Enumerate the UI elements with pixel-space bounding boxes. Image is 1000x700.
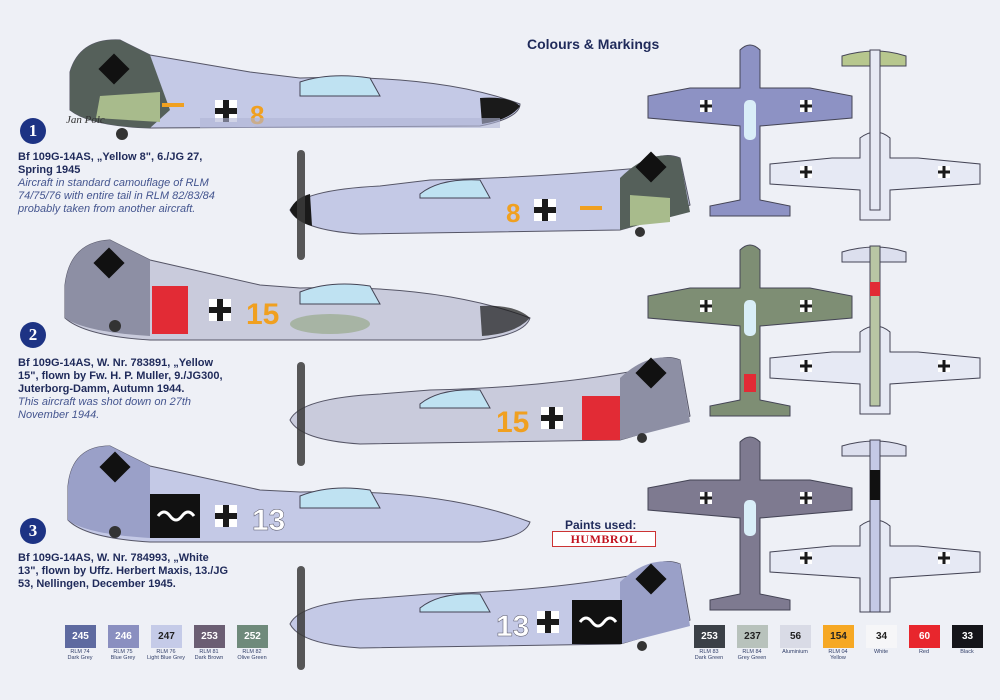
profile-1-left: 8: [69, 39, 521, 140]
paint-chip-237: 237: [737, 625, 768, 648]
profile-2-right: 15: [289, 357, 691, 466]
profile-3-right-code: 13: [496, 610, 529, 643]
profile-2-heading: Bf 109G-14AS, W. Nr. 783891, „Yellow 15"…: [18, 357, 223, 395]
paint-chip-245: 245: [65, 625, 96, 648]
paint-chip-33: 33: [952, 625, 983, 648]
paint-chip-253-rlm81: 253: [194, 625, 225, 648]
profile-3-code: 13: [252, 504, 285, 537]
plan-view-1: [647, 44, 981, 221]
profile-1-note: Aircraft in standard camouflage of RLM 7…: [18, 177, 215, 215]
paint-chip-252: 252: [237, 625, 268, 648]
paint-chip-246: 246: [108, 625, 139, 648]
plan-view-2: [647, 244, 981, 417]
artist-signature: Jan Polc: [66, 114, 105, 126]
paints-label: Paints used:: [565, 518, 637, 532]
page-title: Colours & Markings: [527, 36, 660, 52]
paint-label-33: Black: [960, 649, 974, 655]
paint-chip-56: 56: [780, 625, 811, 648]
profile-2-code: 15: [246, 298, 279, 331]
paint-chip-247: 247: [151, 625, 182, 648]
profile-1-right-code: 8: [506, 198, 520, 228]
profile-1-heading: Bf 109G-14AS, „Yellow 8", 6./JG 27, Spri…: [18, 151, 203, 176]
paint-chip-154: 154: [823, 625, 854, 648]
profile-1-number: 1: [20, 118, 46, 144]
profile-1-right: 8: [289, 150, 691, 260]
profile-2-caption: Bf 109G-14AS, W. Nr. 783891, „Yellow 15"…: [18, 357, 228, 422]
paint-chip-60: 60: [909, 625, 940, 648]
profile-2-left: 15: [64, 239, 531, 341]
plan-view-3: [647, 436, 981, 613]
profile-1-caption: Bf 109G-14AS, „Yellow 8", 6./JG 27, Spri…: [18, 151, 228, 216]
profile-2-note: This aircraft was shot down on 27th Nove…: [18, 396, 192, 421]
profile-3-left: 13: [67, 445, 531, 543]
profile-3-number: 3: [20, 518, 46, 544]
paint-label-34: White: [873, 649, 889, 655]
paint-chip-253-rlm83: 253: [694, 625, 725, 648]
profile-3-right: 13: [289, 561, 691, 670]
profile-2-right-code: 15: [496, 406, 529, 439]
profile-3-heading: Bf 109G-14AS, W. Nr. 784993, „White 13",…: [18, 552, 228, 590]
profile-3-caption: Bf 109G-14AS, W. Nr. 784993, „White 13",…: [18, 552, 228, 591]
paint-chip-34: 34: [866, 625, 897, 648]
humbrol-logo: HUMBROL: [552, 531, 656, 547]
paint-label-60: Red: [918, 649, 930, 655]
profile-2-number: 2: [20, 322, 46, 348]
paint-label-56: Aluminium: [782, 649, 808, 655]
